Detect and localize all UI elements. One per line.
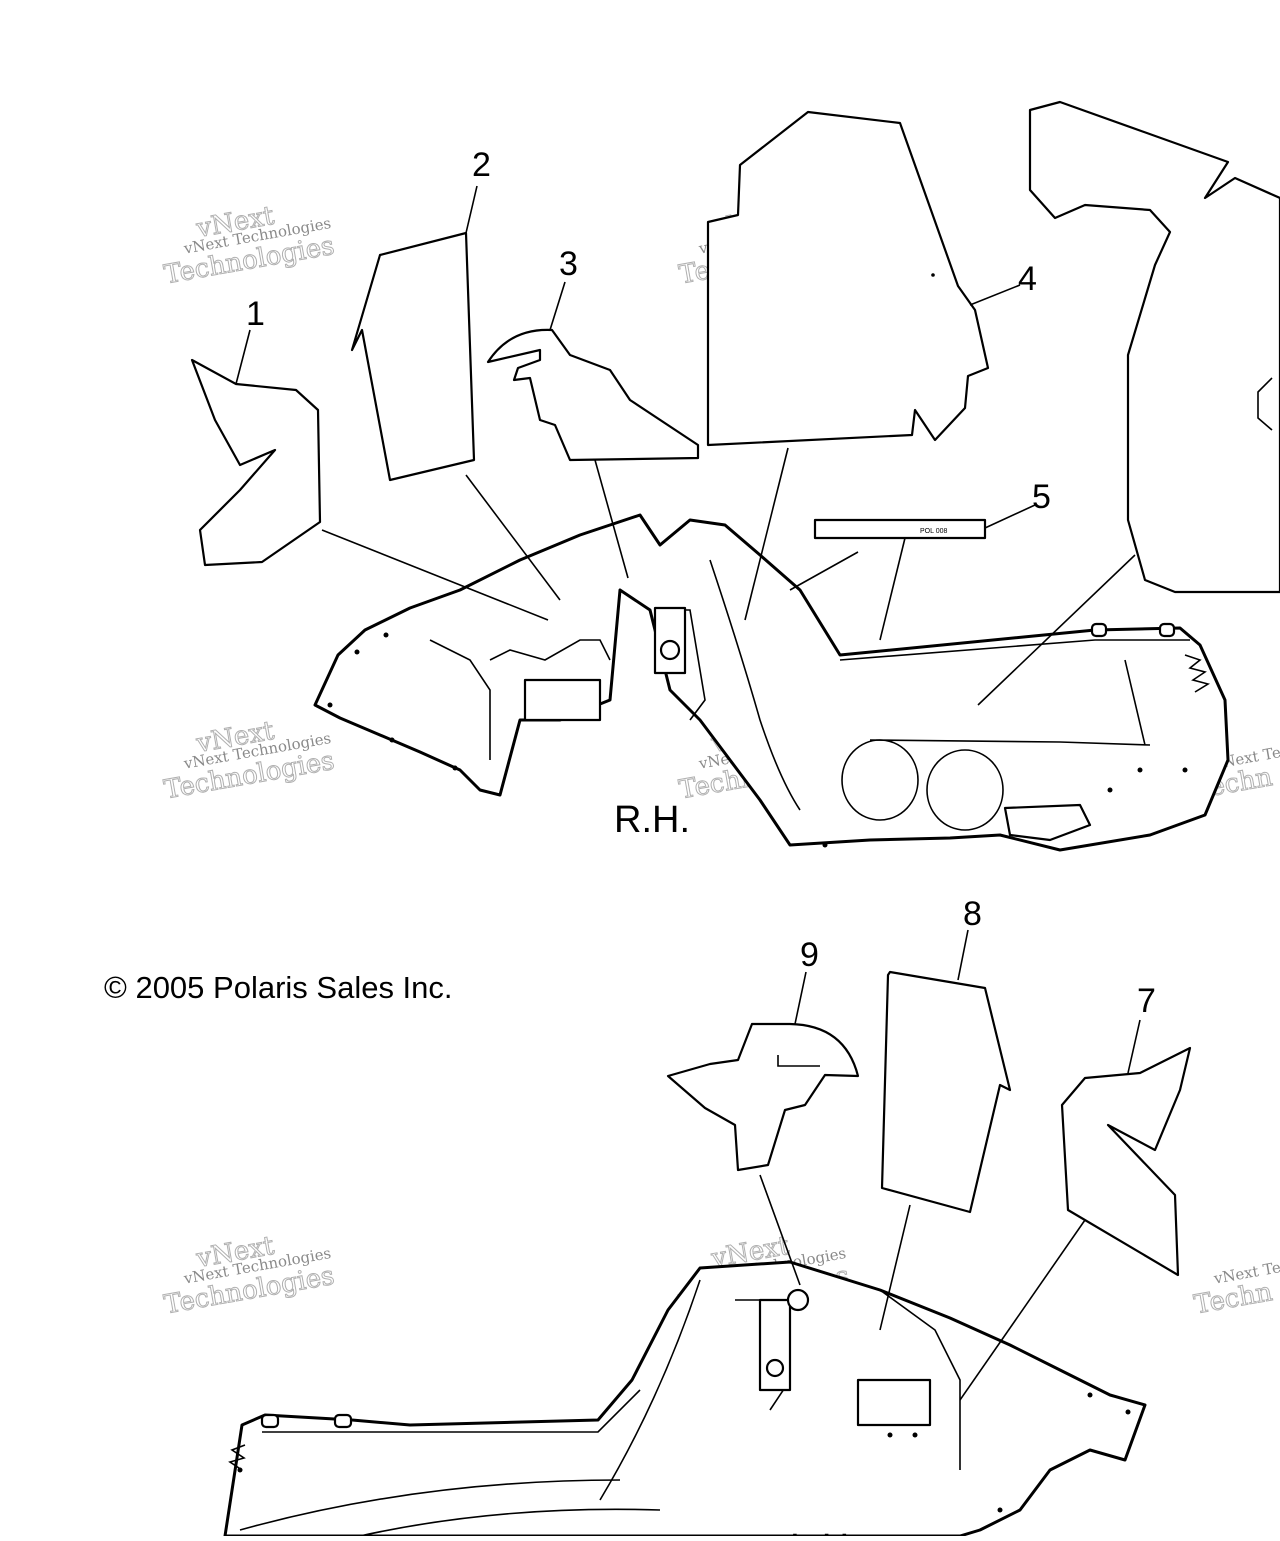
lh-fender-seat-curve <box>599 1279 701 1501</box>
lh-rivet <box>237 1467 243 1473</box>
leader-4-body <box>744 447 789 621</box>
leader-2 <box>465 185 478 234</box>
leader-5-body-a <box>879 537 906 641</box>
rh-fender-seat-curve <box>709 559 801 811</box>
rh-fender-rear-top <box>839 639 1190 661</box>
rh-leaders <box>235 185 1136 706</box>
part-9-footwell-guard-lh <box>666 1022 860 1172</box>
leader-6-body <box>977 554 1136 706</box>
part-4-seat-panel-rh <box>706 110 990 447</box>
leader-3 <box>549 281 566 331</box>
watermark-9: vNext Te Techn <box>1191 1258 1280 1321</box>
lh-fender-lower-curve-2 <box>359 1508 661 1537</box>
rh-side-label: R.H. <box>614 799 690 841</box>
lh-rear-stud-2 <box>333 1413 353 1429</box>
lh-rivet <box>1125 1409 1131 1415</box>
rh-rear-stud-2 <box>1158 622 1176 638</box>
rh-rivet <box>1107 787 1113 793</box>
rh-rivet <box>1182 767 1188 773</box>
rh-fender-assembly <box>313 513 1230 852</box>
lh-leaders <box>759 929 1141 1401</box>
part-6-inner-cutout <box>1257 377 1273 431</box>
callout-3: 3 <box>559 245 578 283</box>
part-7-front-guard-lh <box>1060 1046 1192 1277</box>
lh-fender-top-line <box>262 1389 641 1433</box>
rh-parts: POL 008 <box>190 100 1280 594</box>
part-6-rear-panel-rh <box>1028 100 1280 594</box>
callout-1: 1 <box>246 295 265 333</box>
rh-fender-inner-front <box>429 639 491 760</box>
lh-fender-assembly <box>223 1260 1147 1538</box>
callout-8: 8 <box>963 895 982 933</box>
lh-rivet <box>1087 1392 1093 1398</box>
leader-2-body <box>465 474 561 601</box>
part-4-mark <box>931 273 935 277</box>
callout-9: 9 <box>800 936 819 974</box>
lh-fender-front-contour <box>879 1289 961 1470</box>
watermark-1: vNext vNext Technologies Technologies <box>161 200 337 291</box>
rh-rivet <box>389 737 395 743</box>
callout-5: 5 <box>1032 478 1051 516</box>
lh-rivet <box>912 1432 918 1438</box>
rh-rivet <box>383 632 389 638</box>
rh-rear-reflector <box>1003 803 1092 842</box>
leader-1-body <box>321 529 549 621</box>
part-2-side-panel-rh <box>350 231 476 482</box>
part-3-footwell-guard-rh <box>486 328 700 462</box>
callout-2: 2 <box>472 146 491 184</box>
rh-callouts: 1 2 3 4 5 R.H. <box>246 146 1051 841</box>
rh-fender-rear-panel <box>1124 659 1146 746</box>
leader-8-body <box>879 1204 911 1331</box>
leader-9 <box>794 971 807 1025</box>
callout-4: 4 <box>1018 260 1037 298</box>
lh-rivet <box>887 1432 893 1438</box>
lh-fender-body <box>223 1260 1147 1538</box>
rh-rear-stud-1 <box>1090 622 1108 638</box>
part-9-inner-mark <box>777 1055 820 1067</box>
leader-5 <box>984 504 1036 529</box>
lh-footwell-bolt <box>786 1288 810 1312</box>
rh-front-latch <box>523 678 602 722</box>
watermark-7: vNext vNext Technologies Technologies <box>161 1230 337 1321</box>
leader-3-body <box>594 459 629 579</box>
rh-fender-rear-ledge <box>869 739 1151 746</box>
rh-rivet <box>1137 767 1143 773</box>
rh-fender-body <box>313 513 1230 852</box>
rh-rear-arch-1 <box>841 739 919 821</box>
rh-fender-inner-wheelwell <box>489 639 611 661</box>
rh-footwell-bolt <box>659 639 681 661</box>
watermark-big-partial: Techn <box>1192 1277 1275 1320</box>
lh-rivet <box>997 1507 1003 1513</box>
copyright-notice: © 2005 Polaris Sales Inc. <box>104 970 453 1005</box>
rh-rivet <box>327 702 333 708</box>
part-1-front-guard-rh <box>190 358 322 567</box>
lh-rear-stud-1 <box>260 1413 280 1429</box>
lh-fender-lower-curve <box>239 1479 621 1531</box>
leader-5-body-b <box>789 551 859 591</box>
rh-rivet <box>822 842 828 848</box>
part-5-decal-rh <box>813 518 987 540</box>
lh-front-latch <box>856 1378 932 1427</box>
rh-rivet <box>452 765 458 771</box>
lh-side-label: L.H. <box>790 1527 860 1536</box>
rh-rear-arch-2 <box>926 749 1004 831</box>
leader-4 <box>969 284 1021 306</box>
leader-9-body <box>759 1174 801 1286</box>
lh-parts <box>666 970 1192 1277</box>
leader-1 <box>235 329 251 385</box>
leader-8 <box>957 929 969 981</box>
part-8-side-panel-lh <box>880 970 1012 1214</box>
part-5-decal-text: POL 008 <box>920 528 947 535</box>
callout-7: 7 <box>1137 982 1156 1020</box>
rh-rear-serrations <box>1184 654 1211 693</box>
watermark-4: vNext vNext Technologies Technologies <box>161 715 337 806</box>
lh-footwell-bolt-2 <box>765 1358 785 1378</box>
leader-7 <box>1127 1019 1141 1074</box>
leader-7-body <box>959 1219 1086 1401</box>
lh-rear-serrations <box>228 1444 246 1471</box>
rh-rivet <box>354 649 360 655</box>
